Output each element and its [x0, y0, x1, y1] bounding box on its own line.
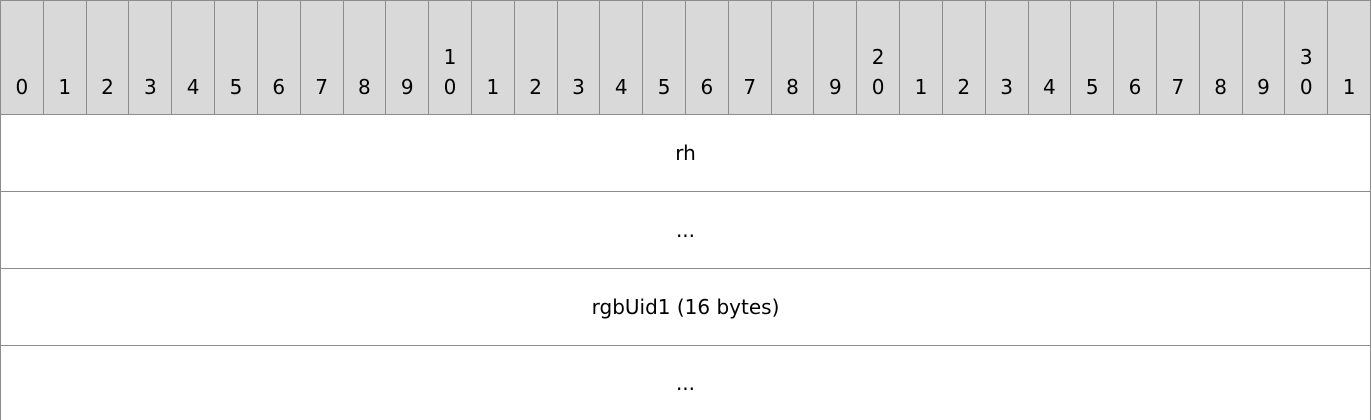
bit-position-cell: 5 [1071, 1, 1114, 115]
bit-position-cell: 7 [728, 1, 771, 115]
bit-ones-digit: 8 [358, 75, 371, 99]
bit-tens-digit: 3 [1285, 42, 1327, 72]
bit-ones-digit: 2 [957, 75, 970, 99]
bit-position-cell: 3 [557, 1, 600, 115]
bit-position-cell: 8 [1199, 1, 1242, 115]
bit-position-cell: 5 [643, 1, 686, 115]
field-row: rgbUid1 (16 bytes) [1, 269, 1371, 346]
bit-ones-digit: 3 [572, 75, 585, 99]
bit-ones-digit: 1 [486, 75, 499, 99]
bit-ones-digit: 9 [1257, 75, 1270, 99]
bit-ones-digit: 0 [16, 75, 29, 99]
bit-position-cell: 6 [257, 1, 300, 115]
bit-ones-digit: 1 [58, 75, 71, 99]
bit-position-cell: 7 [300, 1, 343, 115]
bit-position-cell: 2 [514, 1, 557, 115]
bit-position-cell: 6 [1114, 1, 1157, 115]
bit-position-cell: 7 [1156, 1, 1199, 115]
field-rh: rh [1, 115, 1371, 192]
field-rgbuid1: rgbUid1 (16 bytes) [1, 269, 1371, 346]
bit-ones-digit: 9 [829, 75, 842, 99]
bit-tens-digit: 2 [857, 42, 899, 72]
bit-ones-digit: 0 [872, 75, 885, 99]
bit-position-cell: 0 [1, 1, 44, 115]
bit-ones-digit: 3 [1000, 75, 1013, 99]
field-row: ... [1, 192, 1371, 269]
bit-ones-digit: 7 [743, 75, 756, 99]
bit-ones-digit: 4 [615, 75, 628, 99]
bit-ones-digit: 3 [144, 75, 157, 99]
bit-ones-digit: 8 [786, 75, 799, 99]
bit-position-cell: 9 [386, 1, 429, 115]
bit-position-cell: 8 [343, 1, 386, 115]
bit-ones-digit: 7 [1171, 75, 1184, 99]
bit-ones-digit: 6 [1129, 75, 1142, 99]
bit-ones-digit: 0 [444, 75, 457, 99]
bit-ones-digit: 8 [1214, 75, 1227, 99]
field-continuation: ... [1, 192, 1371, 269]
bit-position-cell: 2 [86, 1, 129, 115]
bit-ones-digit: 2 [101, 75, 114, 99]
bit-position-cell: 1 [900, 1, 943, 115]
bit-ones-digit: 2 [529, 75, 542, 99]
bit-position-cell: 1 [1328, 1, 1371, 115]
bit-position-cell: 9 [1242, 1, 1285, 115]
bit-ones-digit: 5 [658, 75, 671, 99]
bit-ones-digit: 5 [230, 75, 243, 99]
bit-position-cell: 4 [1028, 1, 1071, 115]
bit-position-cell: 1 [471, 1, 514, 115]
bit-ones-digit: 4 [1043, 75, 1056, 99]
bit-ones-digit: 9 [401, 75, 414, 99]
bit-ones-digit: 7 [315, 75, 328, 99]
bit-position-cell: 5 [215, 1, 258, 115]
bit-position-cell: 3 [985, 1, 1028, 115]
bit-ones-digit: 6 [701, 75, 714, 99]
bit-position-cell: 3 [129, 1, 172, 115]
bit-position-cell: 2 [942, 1, 985, 115]
bit-ones-digit: 5 [1086, 75, 1099, 99]
bit-tens-digit: 1 [429, 42, 471, 72]
bit-position-cell: 9 [814, 1, 857, 115]
bit-position-cell: 6 [686, 1, 729, 115]
bit-ones-digit: 1 [915, 75, 928, 99]
bit-ones-digit: 0 [1300, 75, 1313, 99]
bit-position-cell: 4 [600, 1, 643, 115]
bit-ones-digit: 1 [1343, 75, 1356, 99]
bit-position-cell: 1 [43, 1, 86, 115]
bit-position-cell: 4 [172, 1, 215, 115]
bit-position-cell: 8 [771, 1, 814, 115]
bit-ones-digit: 4 [187, 75, 200, 99]
field-row: rh [1, 115, 1371, 192]
bit-ones-digit: 6 [272, 75, 285, 99]
